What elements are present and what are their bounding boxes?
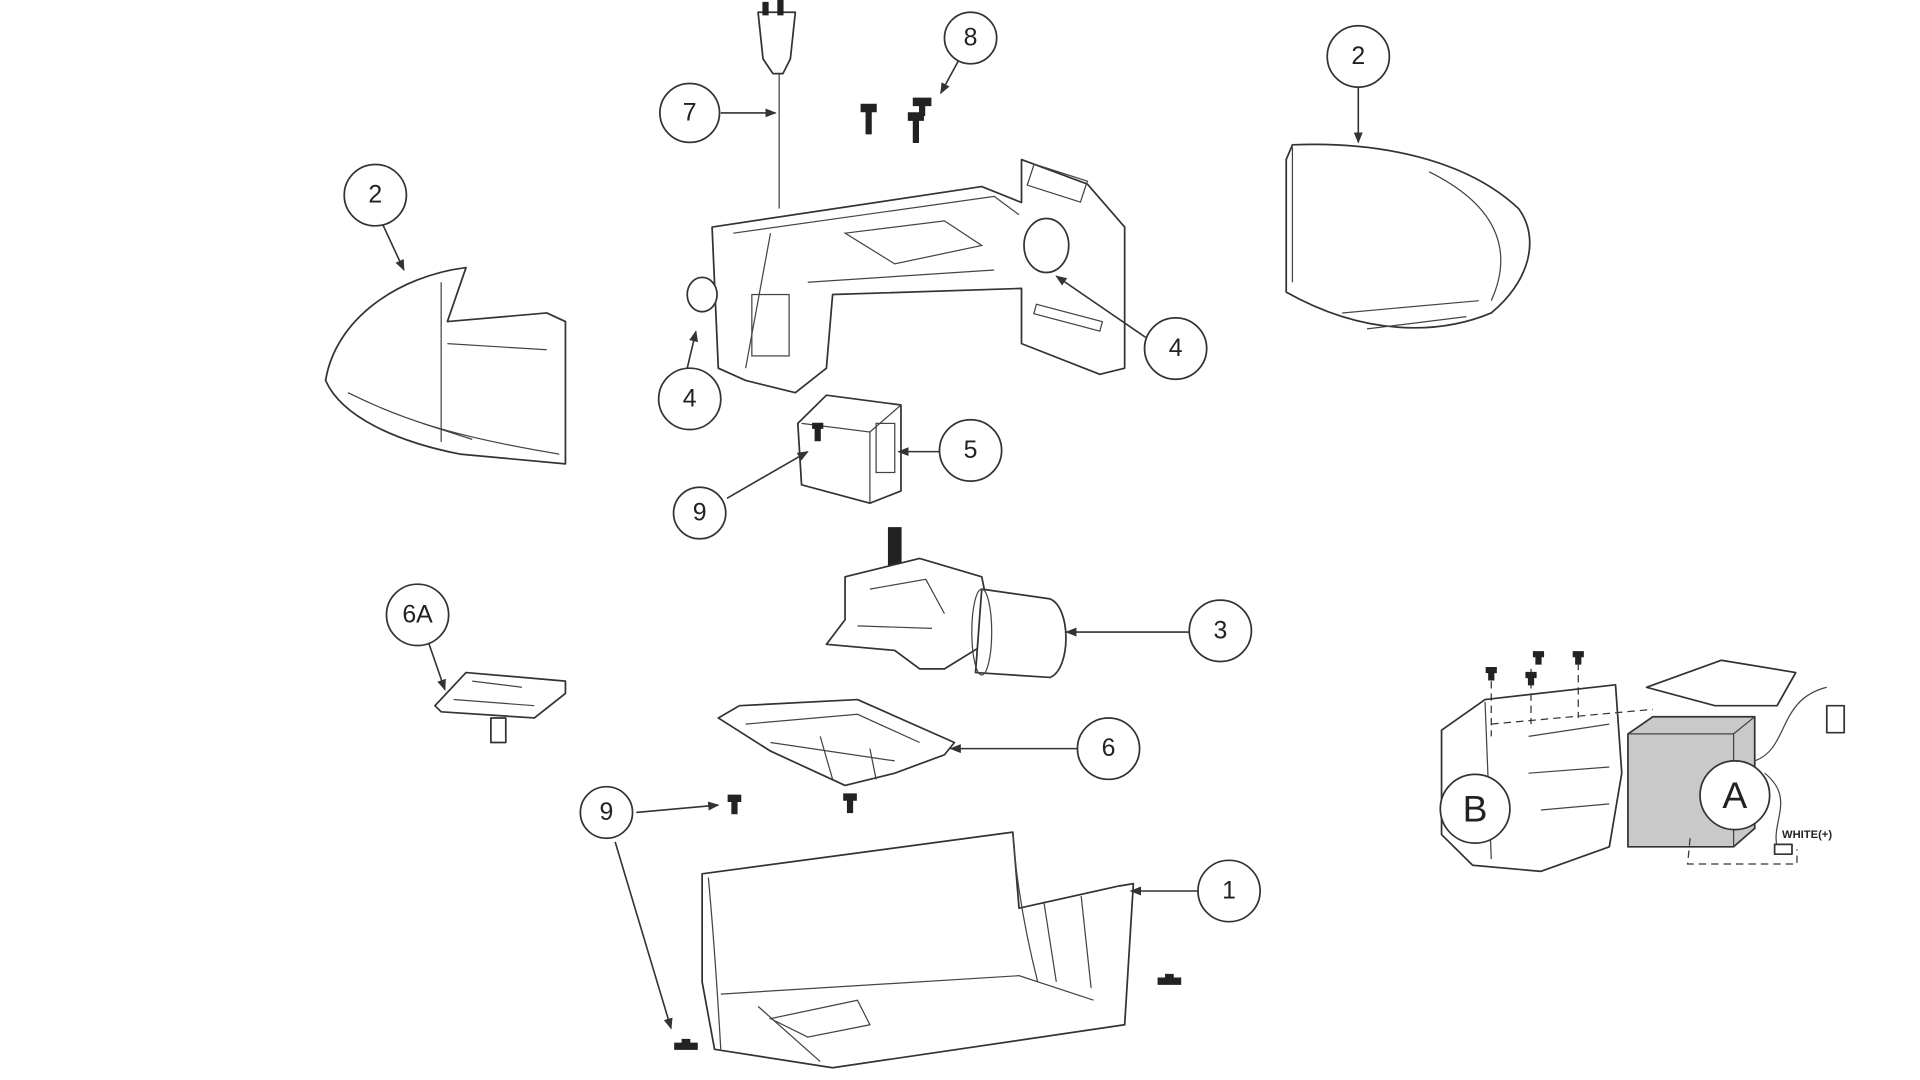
screws-8 <box>860 97 932 143</box>
callout-4-right: 4 <box>1143 317 1208 381</box>
callout-1: 1 <box>1197 859 1261 923</box>
svg-text:9: 9 <box>600 799 614 826</box>
callout-9-upper: 9 <box>672 486 727 540</box>
svg-text:5: 5 <box>964 437 978 464</box>
callout-6a: 6A <box>385 583 450 647</box>
svg-text:4: 4 <box>683 385 697 412</box>
bottom-cover <box>701 831 1135 1069</box>
power-plug <box>757 11 797 75</box>
callout-8: 8 <box>943 11 998 65</box>
svg-text:B: B <box>1463 788 1488 830</box>
screws-9 <box>674 793 1182 1050</box>
leader-lines <box>382 60 1363 1030</box>
receiver-board-6 <box>717 698 956 787</box>
callout-2-left: 2 <box>343 163 408 227</box>
svg-text:2: 2 <box>368 182 382 209</box>
svg-text:1: 1 <box>1222 878 1236 905</box>
callout-3: 3 <box>1188 599 1253 663</box>
svg-text:2: 2 <box>1351 43 1365 70</box>
logic-board-6a <box>434 671 567 744</box>
chassis-frame <box>686 0 1126 394</box>
end-panel-left <box>324 266 567 465</box>
svg-text:3: 3 <box>1213 617 1227 644</box>
svg-text:9: 9 <box>693 500 707 527</box>
motor-gearbox <box>825 527 1067 679</box>
callout-b: B <box>1439 773 1511 844</box>
callout-6: 6 <box>1076 717 1141 781</box>
callout-5: 5 <box>938 418 1003 482</box>
svg-text:8: 8 <box>964 25 978 52</box>
svg-text:6: 6 <box>1102 735 1116 762</box>
bushing <box>1023 217 1070 274</box>
callout-4-left: 4 <box>657 367 722 431</box>
svg-text:6A: 6A <box>402 601 433 628</box>
end-panel-right <box>1285 143 1531 330</box>
callout-9-lower: 9 <box>579 785 634 840</box>
bushing <box>686 276 718 313</box>
callout-7: 7 <box>659 82 721 144</box>
wire-label: WHITE(+) <box>1782 829 1832 841</box>
battery-backup-assembly: WHITE(+) <box>1440 651 1846 873</box>
svg-text:A: A <box>1722 774 1747 816</box>
callout-2-right: 2 <box>1326 24 1391 88</box>
light-socket <box>796 394 902 505</box>
callout-a: A <box>1699 760 1771 831</box>
svg-text:7: 7 <box>683 99 697 126</box>
svg-text:4: 4 <box>1169 335 1183 362</box>
